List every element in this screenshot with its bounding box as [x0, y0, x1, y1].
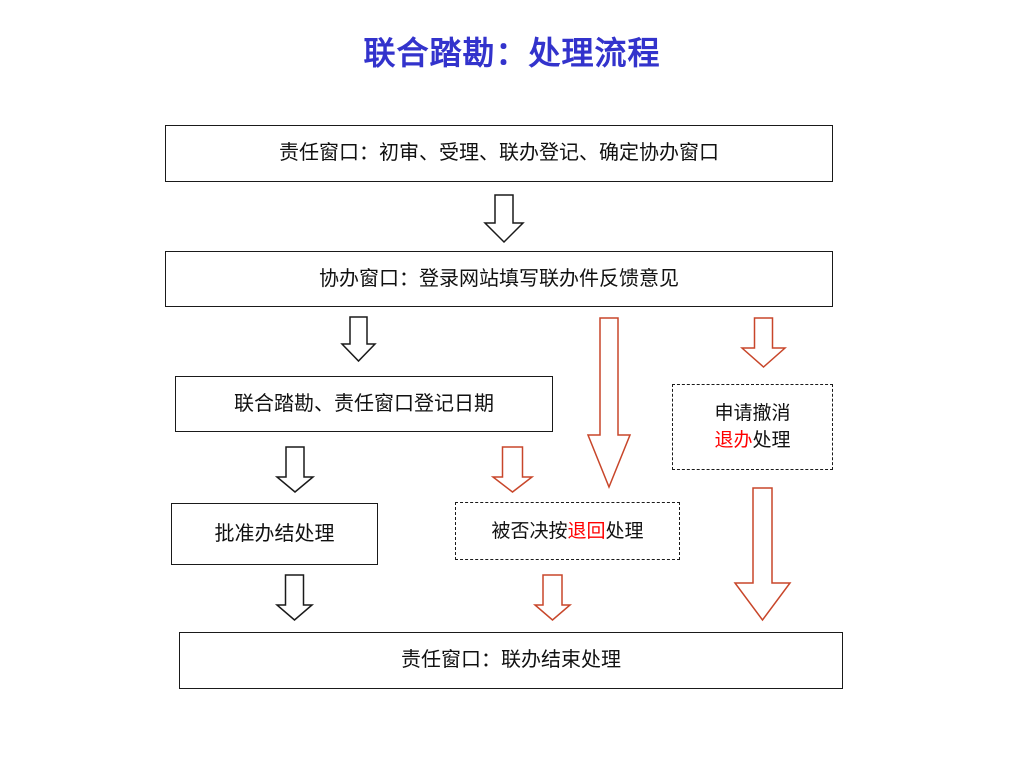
- arrow-cancel-to-end: [733, 487, 792, 622]
- box-approve-complete: 批准办结处理: [171, 503, 378, 565]
- reject-red-text: 退回: [567, 520, 606, 542]
- box-joint-survey-registration: 联合踏勘、责任窗口登记日期: [175, 376, 553, 432]
- block-arrow-down-icon: [586, 317, 632, 490]
- box-responsible-window-intake: 责任窗口：初审、受理、联办登记、确定协办窗口: [165, 125, 833, 182]
- block-arrow-down-icon: [274, 446, 316, 493]
- arrow-step2-to-cancel: [740, 317, 787, 369]
- box-joint-survey-registration-label: 联合踏勘、责任窗口登记日期: [234, 392, 494, 415]
- block-arrow-down-icon: [740, 317, 787, 369]
- box-cooperating-window-feedback: 协办窗口：登录网站填写联办件反馈意见: [165, 251, 833, 307]
- arrow-reject-to-end: [532, 574, 573, 621]
- block-arrow-down-icon: [340, 316, 377, 363]
- arrow-approve-to-end: [274, 574, 315, 621]
- box-responsible-window-intake-label: 责任窗口：初审、受理、联办登记、确定协办窗口: [279, 142, 719, 164]
- reject-pre-text: 被否决按: [491, 520, 568, 542]
- block-arrow-down-icon: [733, 487, 792, 622]
- arrow-step2-to-reject: [586, 317, 632, 490]
- block-arrow-down-icon: [483, 194, 525, 244]
- slide-title: 联合踏勘：处理流程: [363, 35, 661, 71]
- arrow-step3-to-reject: [490, 446, 535, 493]
- box-cooperating-window-feedback-label: 协办窗口：登录网站填写联办件反馈意见: [319, 267, 679, 290]
- block-arrow-down-icon: [274, 574, 315, 621]
- block-arrow-down-icon: [490, 446, 535, 493]
- reject-post-text: 处理: [605, 520, 644, 542]
- box-approve-complete-label: 批准办结处理: [214, 522, 335, 545]
- arrow-step1-to-step2: [483, 194, 525, 244]
- box-cancel-withdraw: 申请撤消 退办处理: [672, 384, 833, 470]
- arrow-step2-to-step3: [340, 316, 377, 363]
- cancel-line1: 申请撤消: [714, 403, 791, 424]
- box-rejected-return: 被否决按退回处理: [455, 502, 680, 560]
- cancel-line2-rest-text: 处理: [752, 430, 791, 451]
- cancel-line2: 退办处理: [714, 427, 790, 454]
- block-arrow-down-icon: [532, 574, 573, 621]
- arrow-step3-to-approve: [274, 446, 316, 493]
- box-responsible-window-end: 责任窗口：联办结束处理: [179, 632, 843, 689]
- box-cancel-withdraw-label: 申请撤消 退办处理: [714, 400, 790, 454]
- box-responsible-window-end-label: 责任窗口：联办结束处理: [401, 649, 621, 671]
- cancel-line2-red-text: 退办: [714, 430, 753, 451]
- box-rejected-return-label: 被否决按退回处理: [491, 518, 643, 545]
